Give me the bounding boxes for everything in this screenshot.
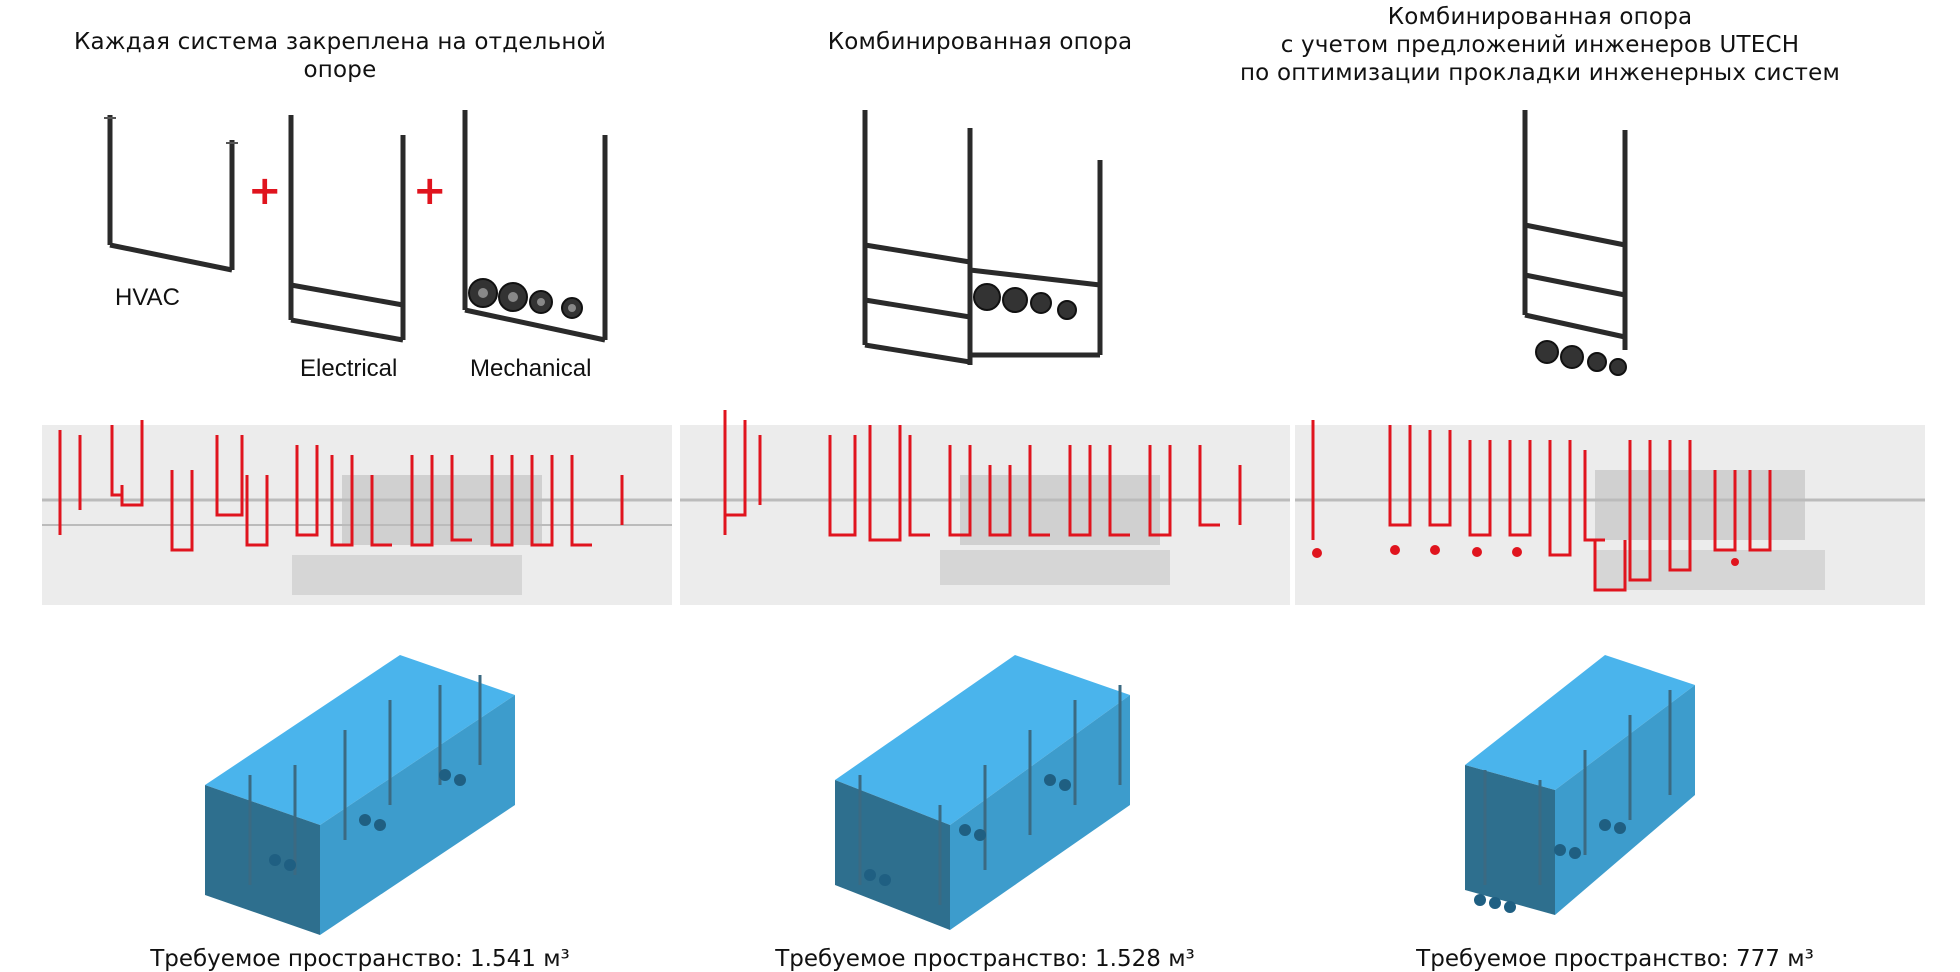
volume-box-optimized-support [1465, 655, 1695, 915]
column-3-title: Комбинированная опора с учетом предложен… [1230, 3, 1850, 87]
required-space-caption-separate: Требуемое пространство: 1.541 м³ [150, 946, 570, 972]
required-space-caption-combined: Требуемое пространство: 1.528 м³ [775, 946, 1195, 972]
column-3-title-line-2: с учетом предложений инженеров UTECH [1280, 32, 1800, 58]
model-view-optimized-support [1295, 420, 1925, 605]
optimized-support-illustration [1522, 110, 1628, 376]
volume-box-combined-support [835, 655, 1130, 930]
combined-support-illustration [862, 110, 1103, 365]
column-2-title: Комбинированная опора [827, 29, 1133, 55]
column-3-title-line-1: Комбинированная опора [1387, 4, 1693, 30]
hvac-label: HVAC [115, 284, 180, 311]
plus-sign-1: + [248, 168, 282, 214]
model-view-separate-supports [42, 420, 672, 605]
plus-sign-2: + [413, 168, 447, 214]
mechanical-support-illustration [462, 110, 608, 343]
volume-box-separate-supports [205, 655, 515, 935]
column-1-title: Каждая система закреплена на отдельной о… [73, 29, 606, 83]
mechanical-label: Mechanical [470, 355, 592, 382]
column-3-title-line-3: по оптимизации прокладки инженерных сист… [1239, 60, 1841, 86]
required-space-caption-optimized: Требуемое пространство: 777 м³ [1416, 946, 1814, 972]
electrical-label: Electrical [300, 355, 398, 382]
hvac-support-illustration [104, 115, 238, 273]
electrical-support-illustration [288, 115, 406, 343]
model-view-combined-support [680, 410, 1290, 605]
